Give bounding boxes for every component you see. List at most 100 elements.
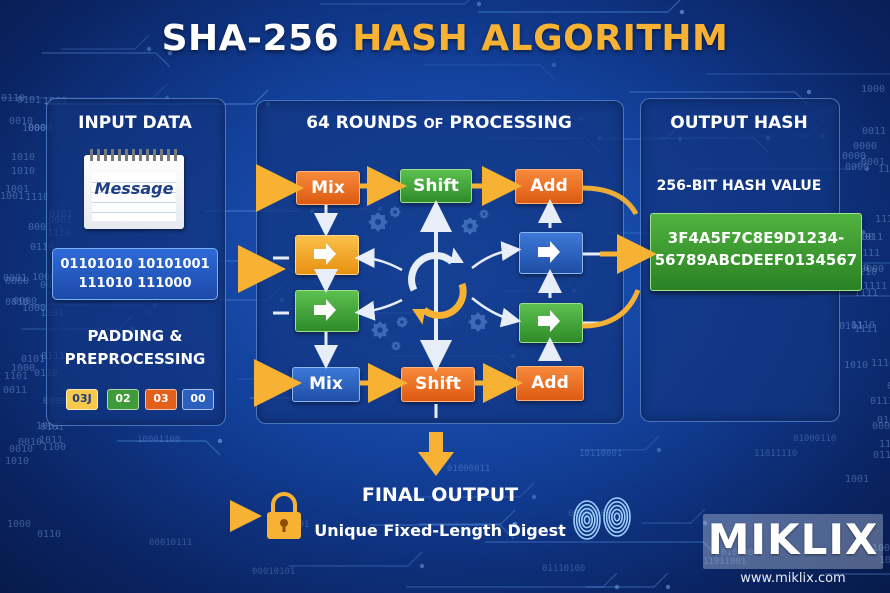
svg-text:0000: 0000 bbox=[845, 162, 869, 173]
svg-text:0000: 0000 bbox=[13, 296, 37, 307]
svg-text:0011: 0011 bbox=[862, 126, 886, 137]
svg-text:1010: 1010 bbox=[11, 166, 35, 177]
svg-text:1101: 1101 bbox=[4, 371, 28, 382]
title-part-2: HASH ALGORITHM bbox=[352, 18, 729, 59]
svg-text:0000: 0000 bbox=[860, 264, 884, 275]
rounds-heading-post: PROCESSING bbox=[449, 113, 572, 133]
svg-text:0000: 0000 bbox=[5, 276, 29, 287]
svg-text:1000: 1000 bbox=[11, 363, 35, 374]
padding-block-1: 03J bbox=[66, 389, 98, 410]
svg-text:1000: 1000 bbox=[861, 84, 885, 95]
svg-text:0110: 0110 bbox=[37, 529, 61, 540]
svg-text:1111: 1111 bbox=[875, 214, 890, 225]
binary-line-2: 111010 111000 bbox=[78, 276, 192, 291]
final-output-subtitle: Unique Fixed-Length Digest bbox=[314, 521, 566, 540]
hash-value-label: 256-BIT HASH VALUE bbox=[656, 178, 822, 194]
title-part-1: SHA-256 bbox=[161, 18, 340, 59]
svg-text:1010: 1010 bbox=[11, 152, 35, 163]
binary-line-1: 01101010 10101001 bbox=[60, 257, 210, 272]
svg-text:0010: 0010 bbox=[5, 297, 29, 308]
svg-text:0000: 0000 bbox=[842, 151, 866, 162]
padding-block-4: 00 bbox=[182, 389, 214, 410]
svg-text:00001000: 00001000 bbox=[568, 509, 611, 519]
final-output-heading: FINAL OUTPUT bbox=[361, 484, 519, 506]
svg-text:0000: 0000 bbox=[853, 141, 877, 152]
svg-text:0110: 0110 bbox=[1, 93, 25, 104]
svg-text:1000: 1000 bbox=[22, 303, 46, 314]
svg-text:1010: 1010 bbox=[5, 456, 29, 467]
svg-text:01000110: 01000110 bbox=[793, 434, 836, 444]
svg-text:0110: 0110 bbox=[30, 242, 54, 253]
green-arrow-box-right bbox=[519, 303, 583, 343]
svg-text:0101: 0101 bbox=[40, 422, 64, 433]
svg-text:1111: 1111 bbox=[863, 281, 887, 292]
notepad-icon bbox=[90, 149, 178, 161]
svg-text:1000: 1000 bbox=[22, 123, 46, 134]
shift-box-top: Shift bbox=[400, 169, 472, 203]
svg-text:01000011: 01000011 bbox=[721, 548, 764, 558]
svg-text:1111: 1111 bbox=[854, 288, 878, 299]
hash-line-1: 3F4A5F7C8E9D1234- bbox=[667, 229, 845, 247]
svg-text:1110: 1110 bbox=[25, 192, 49, 203]
input-data-heading: INPUT DATA bbox=[78, 113, 192, 133]
svg-text:01000011: 01000011 bbox=[447, 464, 490, 474]
brand-logo: MIKLIX bbox=[703, 514, 883, 569]
svg-text:0010: 0010 bbox=[887, 381, 890, 392]
svg-text:00010101: 00010101 bbox=[252, 567, 295, 577]
brand-name: MIKLIX bbox=[707, 515, 879, 564]
yellow-arrow-box bbox=[295, 235, 359, 275]
svg-text:01110100: 01110100 bbox=[542, 564, 585, 574]
padding-block-3: 03 bbox=[145, 389, 177, 410]
svg-text:1110: 1110 bbox=[853, 267, 877, 278]
svg-text:10001100: 10001100 bbox=[137, 435, 180, 445]
svg-text:1100: 1100 bbox=[42, 442, 66, 453]
svg-text:0000: 0000 bbox=[872, 421, 890, 432]
message-notepad: Message bbox=[84, 149, 184, 229]
svg-text:0001: 0001 bbox=[28, 222, 52, 233]
svg-text:1110: 1110 bbox=[871, 358, 890, 369]
svg-text:1001: 1001 bbox=[0, 191, 24, 202]
svg-text:0001: 0001 bbox=[3, 273, 27, 284]
svg-text:1000: 1000 bbox=[32, 272, 56, 283]
binary-data-box: 01101010 10101001 111010 111000 bbox=[52, 248, 218, 300]
svg-text:1001: 1001 bbox=[879, 555, 890, 566]
svg-text:0010: 0010 bbox=[9, 444, 33, 455]
padding-heading: PADDING & PREPROCESSING bbox=[46, 325, 224, 371]
padding-line-1: PADDING & bbox=[87, 327, 183, 345]
svg-text:1110: 1110 bbox=[851, 320, 875, 331]
shift-box-bottom: Shift bbox=[401, 367, 475, 402]
svg-text:0011: 0011 bbox=[3, 385, 27, 396]
svg-text:1011: 1011 bbox=[859, 232, 883, 243]
svg-text:0101: 0101 bbox=[21, 354, 45, 365]
svg-text:0100: 0100 bbox=[877, 415, 890, 426]
mix-box-top: Mix bbox=[296, 171, 360, 205]
svg-text:0010: 0010 bbox=[18, 437, 42, 448]
svg-text:1010: 1010 bbox=[844, 360, 868, 371]
svg-text:0000: 0000 bbox=[28, 123, 52, 134]
svg-text:0010: 0010 bbox=[9, 116, 33, 127]
green-arrow-box bbox=[295, 290, 359, 332]
add-box-top: Add bbox=[515, 169, 583, 204]
rounds-heading: 64 ROUNDS OF PROCESSING bbox=[256, 113, 622, 133]
blue-arrow-box bbox=[519, 232, 583, 274]
padding-line-2: PREPROCESSING bbox=[64, 350, 206, 368]
svg-text:1001: 1001 bbox=[872, 543, 890, 554]
output-hash-heading: OUTPUT HASH bbox=[670, 113, 808, 133]
svg-text:1000: 1000 bbox=[7, 519, 31, 530]
svg-text:00010111: 00010111 bbox=[149, 538, 192, 548]
svg-text:1001: 1001 bbox=[5, 184, 29, 195]
svg-text:1100: 1100 bbox=[850, 232, 874, 243]
svg-text:1001: 1001 bbox=[36, 421, 60, 432]
brand-url: www.miklix.com bbox=[740, 571, 846, 586]
svg-text:0101: 0101 bbox=[17, 95, 41, 106]
svg-text:0101: 0101 bbox=[839, 321, 863, 332]
hash-value-box: 3F4A5F7C8E9D1234- 56789ABCDEEF0134567 bbox=[650, 213, 862, 291]
svg-text:1110: 1110 bbox=[878, 164, 890, 175]
rounds-heading-of: OF bbox=[423, 117, 444, 132]
svg-text:1011: 1011 bbox=[39, 435, 63, 446]
mix-box-bottom: Mix bbox=[292, 367, 360, 402]
svg-text:1111: 1111 bbox=[856, 248, 880, 259]
rounds-heading-pre: 64 ROUNDS bbox=[306, 113, 418, 133]
svg-text:0001: 0001 bbox=[861, 157, 885, 168]
